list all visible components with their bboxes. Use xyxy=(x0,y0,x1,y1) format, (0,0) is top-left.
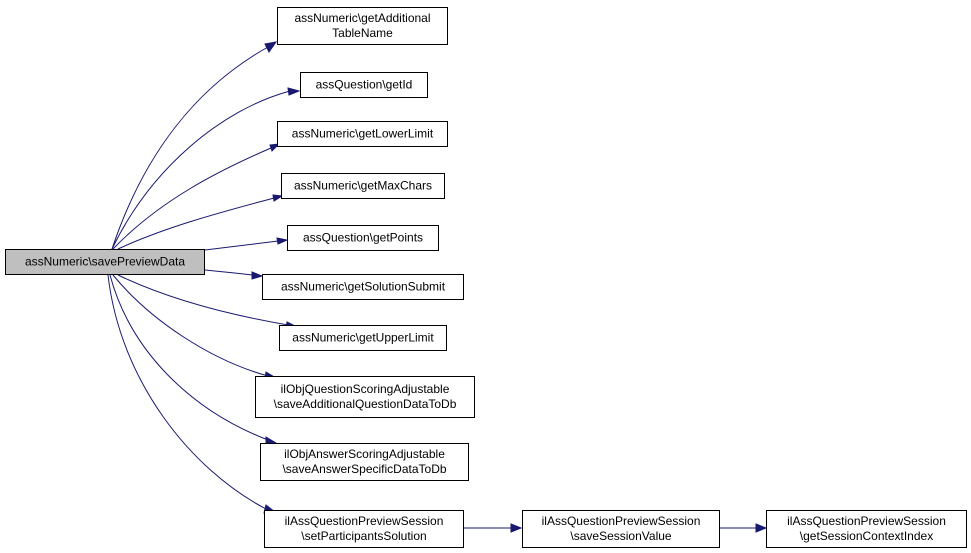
node-box[interactable] xyxy=(281,173,445,199)
node-label: assNumeric\getSolutionSubmit xyxy=(281,280,446,294)
node-box[interactable] xyxy=(260,443,469,481)
edge-root-to-n4 xyxy=(117,197,275,250)
edge-root-to-n5 xyxy=(204,240,279,251)
node-box[interactable] xyxy=(255,376,475,418)
node-label: assNumeric\getAdditional xyxy=(294,11,430,25)
callee-node[interactable]: assNumeric\getMaxChars xyxy=(281,173,445,199)
edge-root-to-n2 xyxy=(111,90,291,250)
edge-root-to-n3 xyxy=(112,147,272,250)
node-label: assNumeric\getUpperLimit xyxy=(292,331,434,345)
root-node[interactable]: assNumeric\savePreviewData xyxy=(5,249,205,275)
node-label: \saveSessionValue xyxy=(570,529,672,543)
node-label: \getSessionContextIndex xyxy=(800,529,933,543)
callee-node[interactable]: ilAssQuestionPreviewSession\saveSessionV… xyxy=(522,510,720,548)
node-box[interactable] xyxy=(262,274,464,300)
node-label: ilObjQuestionScoringAdjustable xyxy=(281,382,450,396)
node-box[interactable] xyxy=(522,510,720,548)
callee-node[interactable]: ilAssQuestionPreviewSession\setParticipa… xyxy=(264,510,464,548)
node-label: ilObjAnswerScoringAdjustable xyxy=(284,447,445,461)
callee-node[interactable]: ilObjAnswerScoringAdjustable\saveAnswerS… xyxy=(260,443,469,481)
edge-root-to-n6 xyxy=(204,269,254,276)
arrowhead-icon xyxy=(264,41,278,53)
node-label: \saveAdditionalQuestionDataToDb xyxy=(274,397,457,411)
node-box[interactable] xyxy=(264,510,464,548)
callee-node[interactable]: assNumeric\getUpperLimit xyxy=(279,325,447,351)
callee-node[interactable]: assNumeric\getSolutionSubmit xyxy=(262,274,464,300)
callee-node[interactable]: assNumeric\getLowerLimit xyxy=(277,121,448,147)
call-graph-nodes: assNumeric\savePreviewData assNumeric\get… xyxy=(5,7,967,548)
node-label: ilAssQuestionPreviewSession xyxy=(787,514,946,528)
node-label: assNumeric\getMaxChars xyxy=(294,179,432,193)
arrowhead-icon xyxy=(272,194,284,202)
arrowhead-icon xyxy=(251,271,264,280)
callee-node[interactable]: ilAssQuestionPreviewSession\getSessionCo… xyxy=(766,510,967,548)
node-label: ilAssQuestionPreviewSession xyxy=(285,514,444,528)
node-box[interactable] xyxy=(5,249,205,275)
edge-root-to-n9 xyxy=(109,274,269,441)
node-label: assQuestion\getPoints xyxy=(303,231,423,245)
arrowhead-icon xyxy=(287,87,301,96)
callee-node[interactable]: assQuestion\getPoints xyxy=(287,225,439,251)
node-box[interactable] xyxy=(277,121,448,147)
node-label: \saveAnswerSpecificDataToDb xyxy=(282,462,446,476)
edge-root-to-n1 xyxy=(111,46,269,250)
node-box[interactable] xyxy=(277,7,448,45)
callee-node[interactable]: assQuestion\getId xyxy=(300,72,428,98)
edge-root-to-n10 xyxy=(107,274,269,511)
node-box[interactable] xyxy=(279,325,447,351)
node-box[interactable] xyxy=(300,72,428,98)
arrowhead-icon xyxy=(510,523,523,533)
node-label: assNumeric\savePreviewData xyxy=(25,255,185,269)
node-label: ilAssQuestionPreviewSession xyxy=(542,514,701,528)
edge-root-to-n8 xyxy=(112,274,269,377)
node-label: TableName xyxy=(332,26,393,40)
node-box[interactable] xyxy=(766,510,967,548)
node-label: assNumeric\getLowerLimit xyxy=(292,127,434,141)
arrowhead-icon xyxy=(269,143,281,152)
node-label: assQuestion\getId xyxy=(316,78,413,92)
node-box[interactable] xyxy=(287,225,439,251)
call-graph-edges xyxy=(107,41,768,533)
edge-root-to-n7 xyxy=(117,274,289,326)
arrowhead-icon xyxy=(755,523,768,533)
callee-node[interactable]: ilObjQuestionScoringAdjustable\saveAddit… xyxy=(255,376,475,418)
arrowhead-icon xyxy=(276,237,289,245)
node-label: \setParticipantsSolution xyxy=(301,529,426,543)
